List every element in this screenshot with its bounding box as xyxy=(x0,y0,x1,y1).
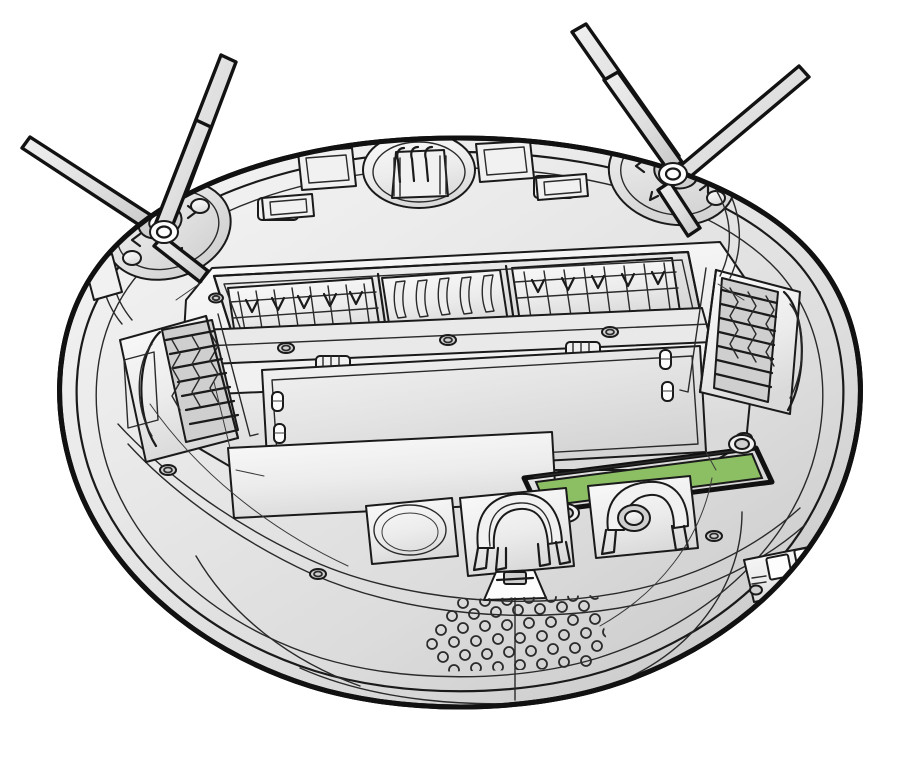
wheel-right-bracket xyxy=(698,268,718,394)
wheel-right-tread-diagonals xyxy=(729,287,775,367)
side-brush-right-center-cap xyxy=(658,162,688,186)
wheel-left-tire xyxy=(161,319,239,443)
charging-contact-pad-left xyxy=(765,553,793,581)
callout-marker xyxy=(483,569,547,601)
brush-bay-divider-1 xyxy=(376,272,388,332)
caster-wheel-axle-left xyxy=(393,157,401,197)
surface-crease-d xyxy=(213,381,231,449)
nozzle-mount-center-prongs xyxy=(472,540,572,572)
surface-crease-g xyxy=(717,283,745,301)
slot-vent xyxy=(661,381,674,402)
screw xyxy=(601,326,619,338)
nozzle-mount-right-prongs xyxy=(600,524,690,556)
wheel-left-bracket-2 xyxy=(217,313,259,437)
screw xyxy=(277,342,295,354)
wheel-right-bracket-2 xyxy=(679,267,707,393)
wheel-left-axle xyxy=(123,351,159,429)
caster-wheel xyxy=(362,138,476,209)
callout-marker-edge xyxy=(495,576,535,582)
caster-wheel-axle-right xyxy=(439,155,447,195)
nozzle-mount-center-arch xyxy=(476,492,563,549)
wheel-left xyxy=(119,313,259,463)
nozzle-mount-center-arch-inner xyxy=(488,502,553,547)
slot-vent xyxy=(271,391,284,412)
chassis-outline-stroke xyxy=(57,135,863,710)
screw xyxy=(439,334,457,346)
bumper-sensor-right xyxy=(475,140,535,183)
screw xyxy=(309,568,327,580)
side-brush-right-center-cap-inner xyxy=(664,167,682,181)
brush-paddle-fins xyxy=(393,274,495,319)
surface-crease-e xyxy=(705,451,717,471)
side-brush-right-guard-2 xyxy=(715,189,730,277)
nozzle-mount-left-ring xyxy=(373,504,447,556)
side-brush-left-center-cap-inner xyxy=(155,225,173,239)
side-brush-right-arm-3-tip xyxy=(656,180,702,238)
speaker-grille xyxy=(426,595,612,672)
nozzle-mount-center xyxy=(459,487,575,577)
wheel-left-tread-diagonals xyxy=(171,331,219,411)
surface-crease-b xyxy=(599,477,713,627)
side-brush-left-overlay xyxy=(149,118,213,284)
brush-bristle-marks-left xyxy=(244,290,364,314)
nozzle-mount-left xyxy=(365,497,459,565)
filter-strip-highlight-edge xyxy=(533,448,751,478)
side-brush-left-boss-b xyxy=(122,250,142,266)
nozzle-mount-left-base xyxy=(365,497,459,565)
brush-bristle-marks-right xyxy=(530,270,666,294)
cliff-sensor-right xyxy=(535,173,589,201)
surface-crease-f xyxy=(175,281,203,301)
side-brush-left-center-cap xyxy=(149,220,179,244)
chassis-rim-line-outer xyxy=(75,150,845,693)
wheel-left-bracket xyxy=(204,314,240,440)
slot-vent xyxy=(659,349,672,370)
nozzle-mount-left-ring-inner xyxy=(381,512,439,552)
lower-deck-edge-2 xyxy=(127,443,807,617)
battery-cover-slots xyxy=(271,349,674,444)
nozzle-mount-right-arch xyxy=(606,480,689,531)
screw xyxy=(159,464,177,476)
caster-wheel-roller xyxy=(396,146,406,184)
surface-crease-a xyxy=(149,403,349,567)
filter-strip-boss-right xyxy=(728,434,756,454)
bumper-seam-right xyxy=(627,511,743,679)
nozzle-mount-right-socket-inner xyxy=(624,510,644,526)
wheel-right xyxy=(679,267,803,415)
charging-contacts-lines xyxy=(751,566,817,585)
caster-wheel-recess-inner xyxy=(372,141,466,203)
bumper-seam-left xyxy=(195,555,361,687)
surface-crease-c xyxy=(235,469,265,477)
nozzle-mount-right xyxy=(587,475,699,559)
side-brush-right-overlay xyxy=(602,70,702,238)
main-brush-roller-center xyxy=(381,269,509,331)
lower-deck-edge xyxy=(117,423,801,602)
charging-contacts-screw xyxy=(749,584,763,596)
side-brush-left-arm-3-tip xyxy=(152,234,210,284)
main-brush-roller-right xyxy=(511,257,681,323)
side-brush-left-boss-a xyxy=(190,198,210,214)
wheel-left-hub-arc-2 xyxy=(138,343,153,437)
wheel-left-hub-arc xyxy=(140,330,162,448)
brush-bay-divider-2 xyxy=(504,264,516,324)
cliff-sensor-left xyxy=(261,193,315,221)
speaker-grille-holes xyxy=(426,595,612,672)
caster-wheel-roller-3 xyxy=(424,145,434,183)
screw xyxy=(208,292,224,304)
screw xyxy=(705,530,723,542)
wheel-right-hub-arc-2 xyxy=(789,303,803,399)
caster-wheel-roller-2 xyxy=(410,145,420,183)
slot-vent xyxy=(273,423,286,444)
